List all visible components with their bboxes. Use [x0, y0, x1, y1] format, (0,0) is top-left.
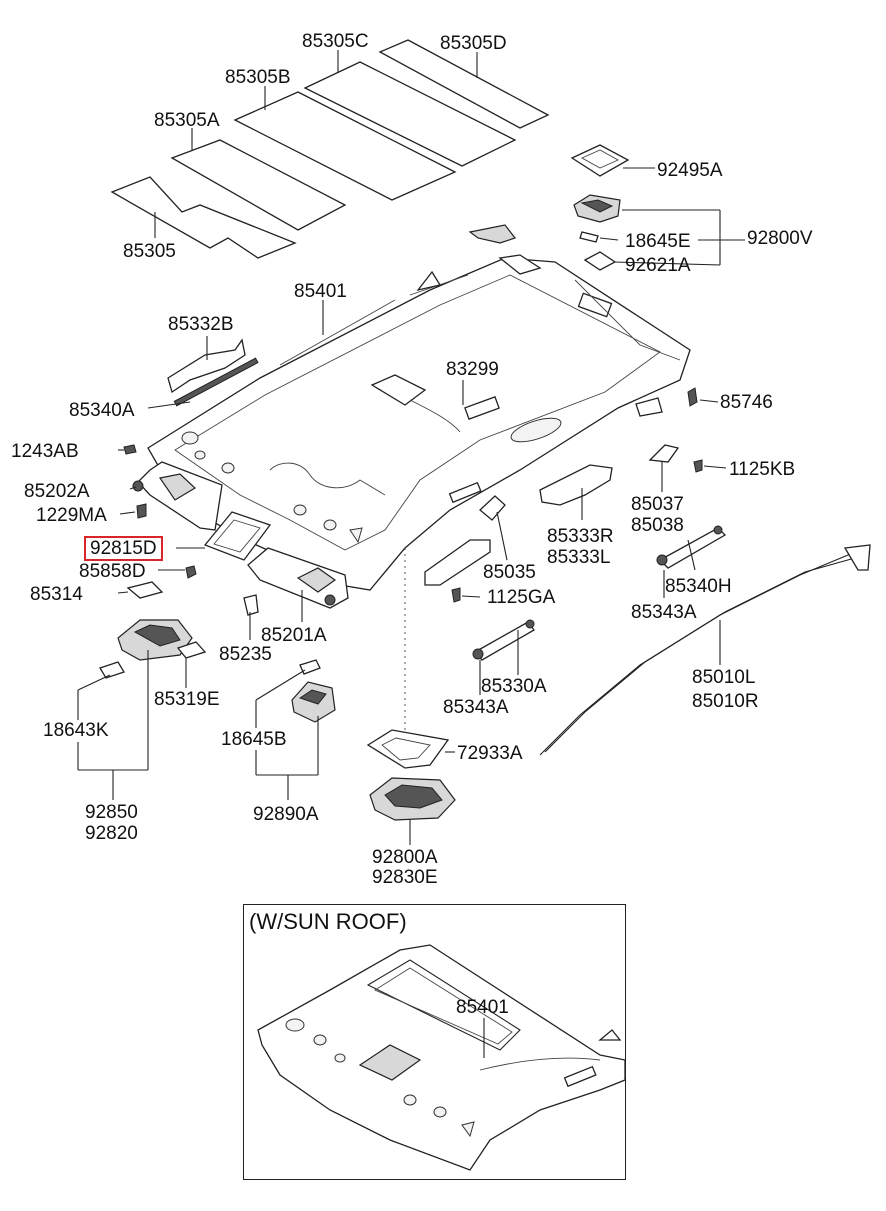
label-92830E: 92830E [372, 867, 438, 888]
screw-1243AB [123, 444, 137, 455]
lens-92621A [583, 251, 617, 271]
label-85035: 85035 [483, 562, 536, 583]
sunroof-label-85401: 85401 [456, 997, 509, 1018]
sunroof-inset-box [243, 904, 626, 1180]
label-85746: 85746 [720, 392, 773, 413]
label-85201A: 85201A [261, 625, 327, 646]
label-18645B: 18645B [221, 729, 287, 750]
label-85010L: 85010L [692, 667, 756, 688]
label-85340H: 85340H [665, 576, 732, 597]
label-92820: 92820 [85, 823, 138, 844]
label-83299: 83299 [446, 359, 499, 380]
label-85010R: 85010R [692, 691, 759, 712]
label-92495A: 92495A [657, 160, 723, 181]
assist-handle-85340H [658, 527, 727, 569]
label-85340A: 85340A [69, 400, 135, 421]
label-92800V: 92800V [747, 228, 813, 249]
label-92800A: 92800A [372, 847, 438, 868]
bulb-18645E [579, 231, 599, 243]
label-85314: 85314 [30, 584, 83, 605]
label-85305: 85305 [123, 241, 176, 262]
pad-85319E [176, 641, 207, 659]
label-85858D: 85858D [79, 561, 146, 582]
bulb-18643K [99, 661, 125, 679]
label-85319E: 85319E [154, 689, 220, 710]
label-85202A: 85202A [24, 481, 90, 502]
label-85038: 85038 [631, 515, 684, 536]
label-1243AB: 1243AB [11, 441, 79, 462]
label-85330A: 85330A [481, 676, 547, 697]
label-85343A-center: 85343A [443, 697, 509, 718]
sunroof-inset-drawing [257, 944, 626, 1171]
bulb-18645B [299, 659, 321, 675]
lens-frame-92495A [570, 144, 630, 177]
label-85305C: 85305C [302, 31, 369, 52]
label-85305D: 85305D [440, 33, 507, 54]
clip-85037 [648, 444, 680, 463]
label-85305B: 85305B [225, 67, 291, 88]
label-85305A: 85305A [154, 110, 220, 131]
label-85332B: 85332B [168, 314, 234, 335]
label-85037: 85037 [631, 494, 684, 515]
screw-1229MA [136, 503, 147, 519]
headliner [147, 254, 691, 591]
label-85343A-right: 85343A [631, 602, 697, 623]
label-72933A: 72933A [457, 743, 523, 764]
pad-85314 [126, 581, 164, 599]
insulation-pads [110, 39, 550, 259]
label-1229MA: 1229MA [36, 505, 107, 526]
lamp-lens-92815D [203, 511, 272, 561]
bracket-85332B [167, 338, 246, 394]
label-85401: 85401 [294, 281, 347, 302]
label-85333R: 85333R [547, 526, 614, 547]
clip-85858D [185, 565, 197, 579]
label-18645E: 18645E [625, 231, 691, 252]
bracket-85035 [479, 495, 506, 521]
label-85235: 85235 [219, 644, 272, 665]
leader-lines [77, 50, 745, 845]
label-18643K: 18643K [43, 720, 109, 741]
screw-1125KB [693, 459, 703, 473]
assist-handle-85330A [473, 621, 535, 661]
clip-85746 [687, 387, 698, 407]
lens-72933A [366, 729, 450, 769]
label-92815D-highlighted[interactable]: 92815D [84, 536, 163, 561]
screw-1125GA [451, 587, 461, 603]
holder-85235 [243, 594, 259, 616]
label-92850: 92850 [85, 802, 138, 823]
label-1125KB: 1125KB [729, 459, 796, 480]
sunroof-title: (W/SUN ROOF) [249, 909, 407, 934]
label-92621A: 92621A [625, 255, 691, 276]
bracket-part [468, 224, 516, 244]
label-1125GA: 1125GA [487, 587, 556, 608]
bracket-lower [424, 539, 491, 586]
bracket-85333R [539, 464, 613, 506]
label-92890A: 92890A [253, 804, 319, 825]
label-85333L: 85333L [547, 547, 611, 568]
